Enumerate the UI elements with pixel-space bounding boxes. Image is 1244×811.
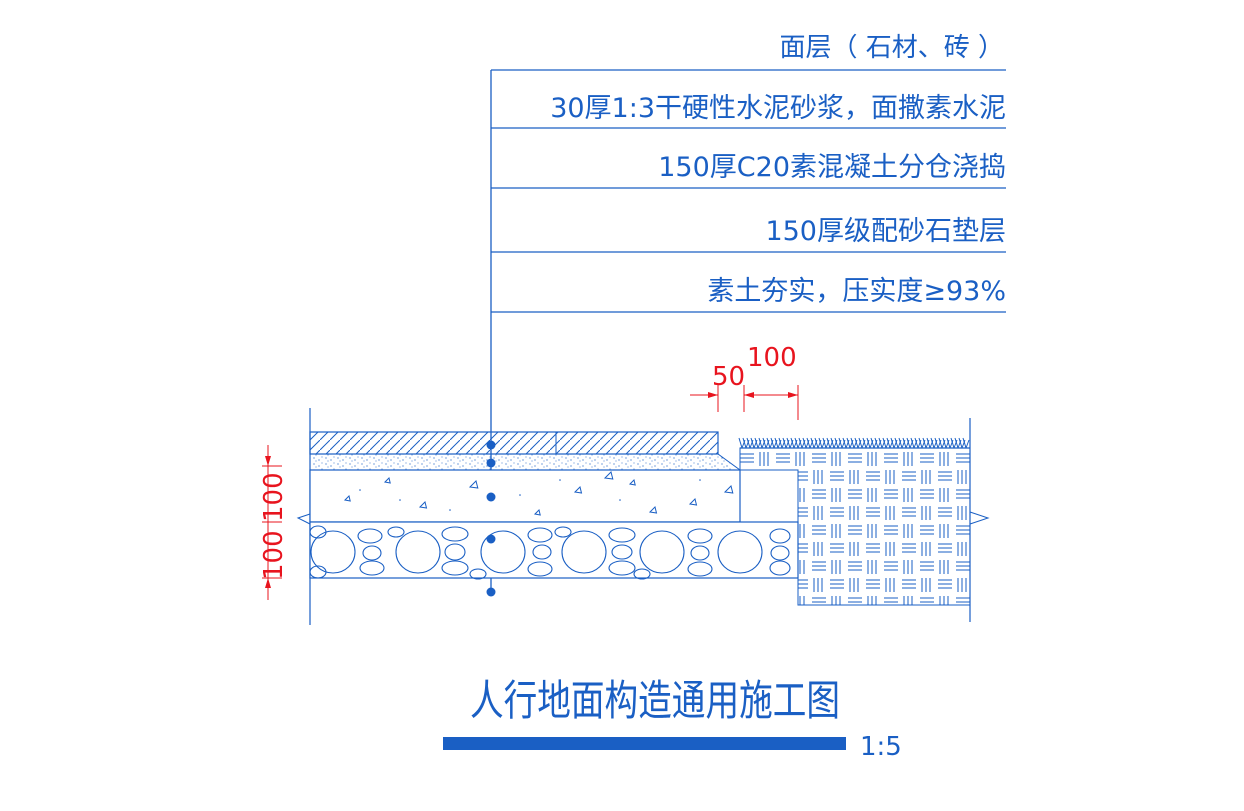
dimension-top: 50 100	[690, 343, 799, 420]
gravel-layer	[309, 521, 799, 579]
dimension-left-upper-label: 100	[259, 472, 289, 522]
title-block: 人行地面构造通用施工图 1:5	[443, 676, 902, 762]
drawing-title: 人行地面构造通用施工图	[470, 676, 840, 725]
layer-label-concrete: 150厚C20素混凝土分仓浇捣	[658, 152, 1006, 183]
mortar-layer	[309, 453, 742, 471]
title-underline	[443, 737, 846, 750]
leader-dots	[486, 440, 496, 597]
compacted-soil-zone	[739, 447, 971, 606]
layer-label-table: 面层（ 石材、砖 ） 30厚1:3干硬性水泥砂浆，面撒素水泥 150厚C20素混…	[490, 33, 1006, 592]
stone-paving-layer	[309, 431, 719, 455]
dimension-100-label: 100	[747, 343, 797, 373]
layer-label-gravel: 150厚级配砂石垫层	[765, 216, 1006, 247]
break-mark-right	[969, 511, 990, 525]
layer-label-mortar: 30厚1:3干硬性水泥砂浆，面撒素水泥	[550, 93, 1006, 124]
section-layers	[296, 408, 990, 625]
layer-label-soil: 素土夯实，压实度≥93%	[707, 276, 1006, 307]
drawing-scale: 1:5	[860, 732, 902, 762]
dimension-left: 100 100	[259, 445, 289, 600]
concrete-layer	[309, 469, 741, 523]
dimension-50-label: 50	[712, 362, 745, 392]
dimension-left-lower-label: 100	[259, 530, 289, 580]
layer-label-surface: 面层（ 石材、砖 ）	[779, 33, 1004, 63]
break-mark-left	[296, 513, 311, 525]
